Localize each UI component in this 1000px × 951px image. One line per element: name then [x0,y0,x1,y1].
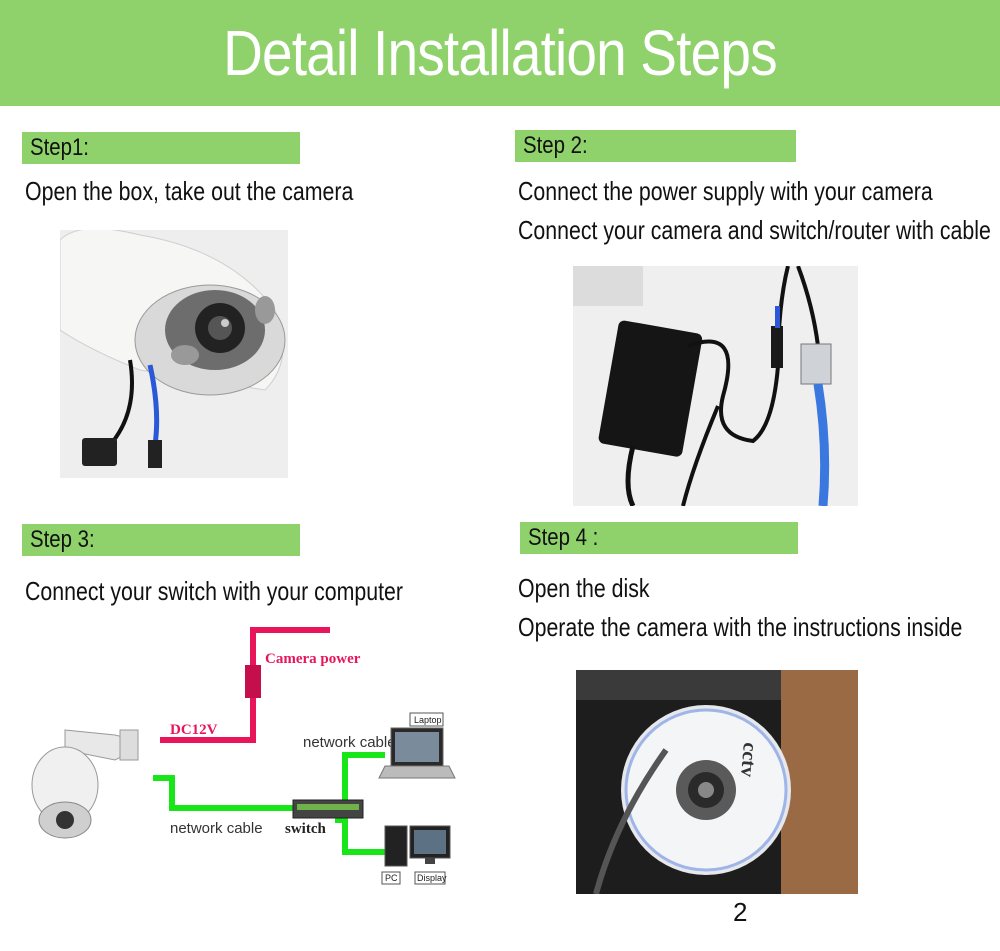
power-adapter-photo [573,266,858,506]
step1-label: Step1: [22,132,300,164]
page-title: Detail Installation Steps [223,17,778,89]
network-cable-label-top: network cable [303,734,396,751]
ptz-camera-icon [31,729,139,839]
step4-instruction-1: Open the disk [518,573,650,603]
pc-label: PC [385,873,398,883]
step1-instruction: Open the box, take out the camera [25,176,354,206]
step2-instruction-2: Connect your camera and switch/router wi… [518,215,991,245]
step4-label: Step 4 : [520,522,798,554]
pc-icon [384,825,408,867]
title-banner: Detail Installation Steps [0,0,1000,106]
step2-instruction-1: Connect the power supply with your camer… [518,176,933,206]
step4-instruction-2: Operate the camera with the instructions… [518,612,963,642]
switch-icon [292,799,364,819]
step3-instruction: Connect your switch with your computer [25,576,403,606]
page-number: 2 [733,897,748,927]
network-line-laptop [330,752,385,806]
disk-photo: cctv [576,670,858,894]
connection-diagram: Camera power DC12V network cable network… [31,627,456,885]
camera-photo [60,230,288,478]
display-icon [409,825,451,864]
power-connector [245,665,261,698]
step2-label: Step 2: [515,130,796,162]
laptop-label: Laptop [414,715,442,725]
step3-label: Step 3: [22,524,300,556]
network-line-camera [153,775,295,811]
dc12v-label: DC12V [170,722,218,738]
laptop-icon [378,727,456,779]
camera-power-label: Camera power [265,651,361,667]
display-label: Display [417,873,447,883]
disk-label: cctv [736,742,761,778]
network-line-pc [335,817,385,855]
switch-label: switch [285,821,326,837]
network-cable-label-bottom: network cable [170,820,263,837]
